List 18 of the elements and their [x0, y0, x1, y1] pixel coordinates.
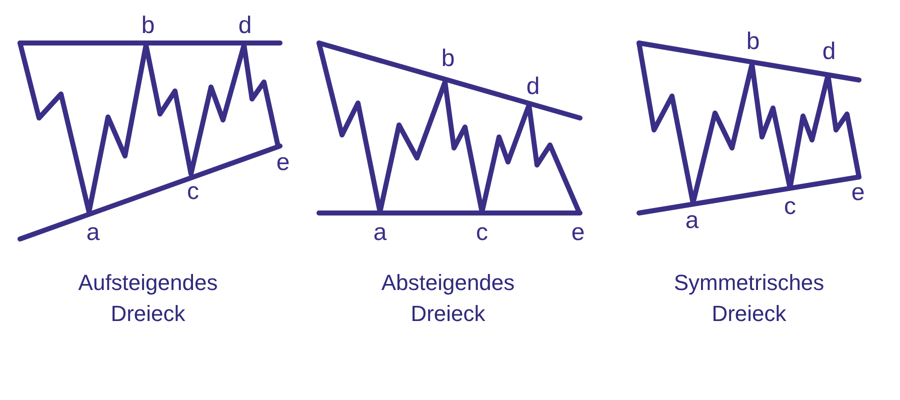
- point-label: b: [746, 30, 760, 54]
- pattern-caption: Aufsteigendes Dreieck: [77, 269, 219, 328]
- pattern-caption: Symmetrisches Dreieck: [672, 269, 826, 328]
- point-label: c: [476, 221, 488, 245]
- point-label: b: [441, 47, 455, 71]
- point-label: c: [187, 180, 199, 204]
- point-label: c: [784, 195, 796, 219]
- point-label: d: [526, 75, 540, 99]
- point-label: e: [571, 221, 585, 245]
- point-label: b: [141, 14, 155, 38]
- point-label: d: [822, 40, 836, 64]
- pattern-caption: Absteigendes Dreieck: [380, 269, 516, 328]
- point-label: a: [86, 221, 100, 245]
- point-label: a: [685, 209, 699, 233]
- point-label: a: [373, 221, 387, 245]
- point-label: d: [238, 14, 252, 38]
- point-label: e: [276, 151, 290, 175]
- point-label: e: [851, 181, 865, 205]
